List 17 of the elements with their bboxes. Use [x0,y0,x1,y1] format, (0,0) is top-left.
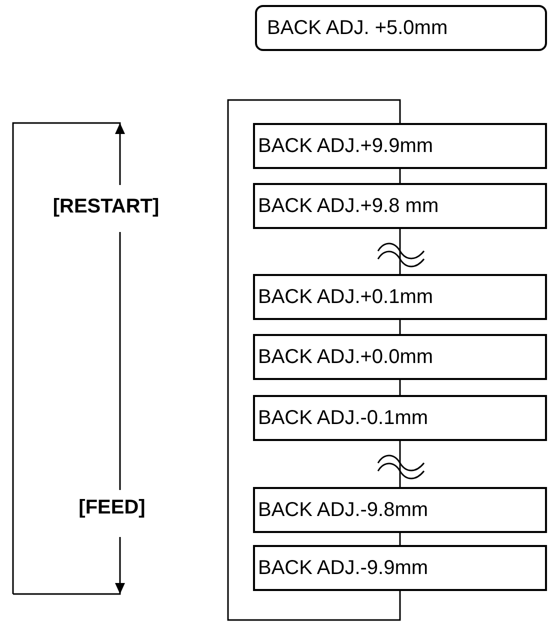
connector-line [399,229,401,274]
connector-line [399,320,401,334]
key-label: [FEED] [78,496,146,520]
setting-box: BACK ADJ.-9.9mm [253,545,547,591]
key-label: [RESTART] [52,196,160,218]
connector-line [399,441,401,487]
connector-line [399,380,401,395]
connector-line [227,99,401,621]
connector-line [399,169,401,183]
setting-box: BACK ADJ.-0.1mm [253,395,547,441]
setting-box: BACK ADJ.+0.1mm [253,274,547,320]
setting-box: BACK ADJ.-9.8mm [253,487,547,533]
display-box: BACK ADJ. +5.0mm [255,5,547,51]
connector-line [399,533,401,545]
setting-box: BACK ADJ.+9.9mm [253,123,547,169]
setting-box: BACK ADJ.+9.8 mm [253,183,547,229]
setting-box: BACK ADJ.+0.0mm [253,334,547,380]
